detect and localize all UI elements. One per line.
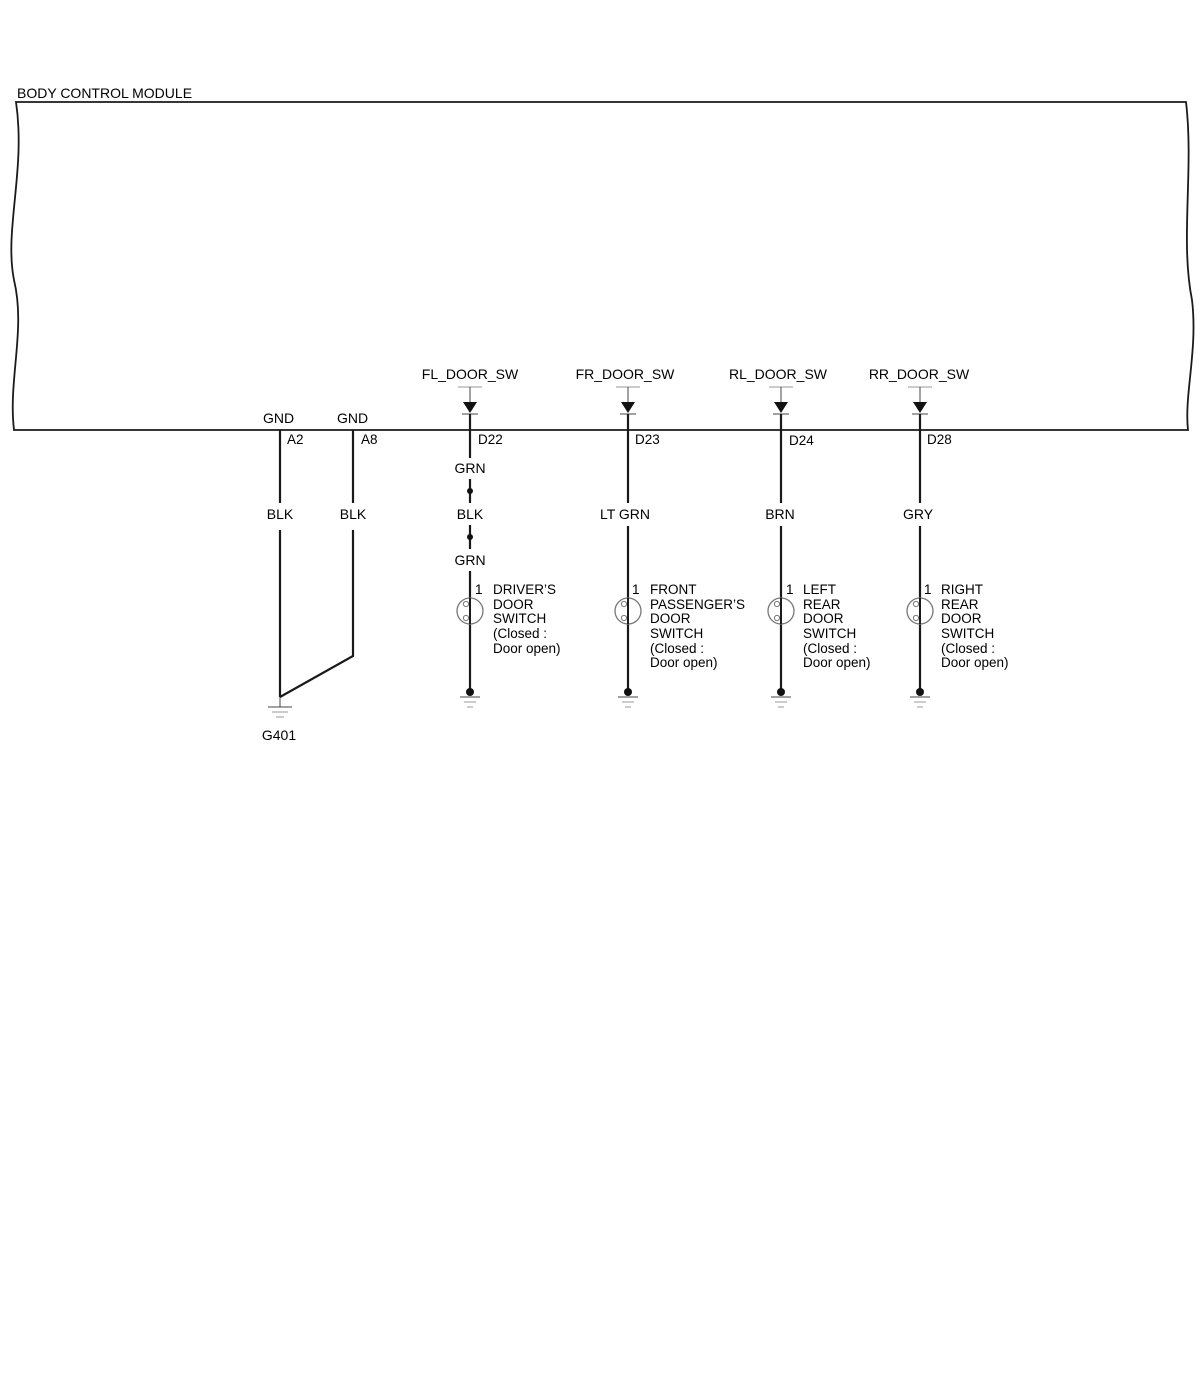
switch-pin-fl: 1	[475, 582, 483, 597]
wire-color-rl: BRN	[765, 506, 795, 522]
door-switch-icon	[614, 597, 642, 625]
wire-color-fr: LT GRN	[600, 506, 650, 522]
gnd-pin-label-2: A8	[361, 432, 378, 447]
switch-pin-rl: 1	[786, 582, 794, 597]
signal-label-rl: RL_DOOR_SW	[729, 366, 828, 382]
signal-label-fr: FR_DOOR_SW	[576, 366, 676, 382]
gnd-pin-label-1: A2	[287, 432, 304, 447]
signal-label-fl: FL_DOOR_SW	[422, 366, 519, 382]
ground-symbol	[618, 696, 638, 708]
wire-color-fl-1: GRN	[454, 460, 485, 476]
splice-point	[467, 534, 473, 540]
ground-node	[624, 688, 632, 696]
gnd-wire-color-2: BLK	[340, 506, 367, 522]
splice-point	[467, 488, 473, 494]
pin-label-d23: D23	[635, 432, 660, 447]
switch-pin-fr: 1	[632, 582, 640, 597]
ground-point-label: G401	[262, 727, 296, 743]
wire-color-fl-2: BLK	[457, 506, 484, 522]
switch-label-rr: RIGHT REAR DOOR SWITCH (Closed : Door op…	[941, 582, 1009, 670]
door-switch-icon	[767, 597, 795, 625]
input-arrow-icon	[621, 402, 635, 413]
switch-label-fr: FRONT PASSENGER’S DOOR SWITCH (Closed : …	[650, 582, 749, 670]
wire-color-rr: GRY	[903, 506, 934, 522]
ground-symbol	[268, 697, 292, 718]
door-switch-icon	[906, 597, 934, 625]
circuit-rl-door: RL_DOOR_SW D24 BRN 1 LEFT REAR DOOR SWIT…	[729, 366, 871, 708]
circuit-fr-door: FR_DOOR_SW D23 LT GRN 1 FRONT PASSENGER’…	[576, 366, 749, 708]
ground-node	[916, 688, 924, 696]
ground-symbol	[771, 696, 791, 708]
input-arrow-icon	[774, 402, 788, 413]
module-box	[10, 101, 1195, 431]
switch-label-fl: DRIVER’S DOOR SWITCH (Closed : Door open…	[493, 582, 561, 656]
module-title: BODY CONTROL MODULE	[17, 85, 192, 101]
gnd-wire-2-bottom	[279, 530, 355, 698]
pin-label-d28: D28	[927, 432, 952, 447]
gnd-signal-label-2: GND	[337, 410, 368, 426]
gnd-signal-label-1: GND	[263, 410, 294, 426]
ground-node	[777, 688, 785, 696]
circuit-rr-door: RR_DOOR_SW D28 GRY 1 RIGHT REAR DOOR SWI…	[869, 366, 1009, 708]
pin-label-d22: D22	[478, 432, 503, 447]
ground-node	[466, 688, 474, 696]
wire-color-fl-3: GRN	[454, 552, 485, 568]
signal-label-rr: RR_DOOR_SW	[869, 366, 970, 382]
door-switch-icon	[456, 597, 484, 625]
ground-symbol	[460, 696, 480, 708]
input-arrow-icon	[463, 402, 477, 413]
input-arrow-icon	[913, 402, 927, 413]
gnd-wire-color-1: BLK	[267, 506, 294, 522]
pin-label-d24: D24	[789, 433, 814, 448]
circuit-fl-door: FL_DOOR_SW D22 GRN BLK GRN 1 DRIVER’S DO…	[422, 366, 561, 708]
ground-symbol	[910, 696, 930, 708]
switch-pin-rr: 1	[924, 582, 932, 597]
switch-label-rl: LEFT REAR DOOR SWITCH (Closed : Door ope…	[803, 582, 871, 670]
